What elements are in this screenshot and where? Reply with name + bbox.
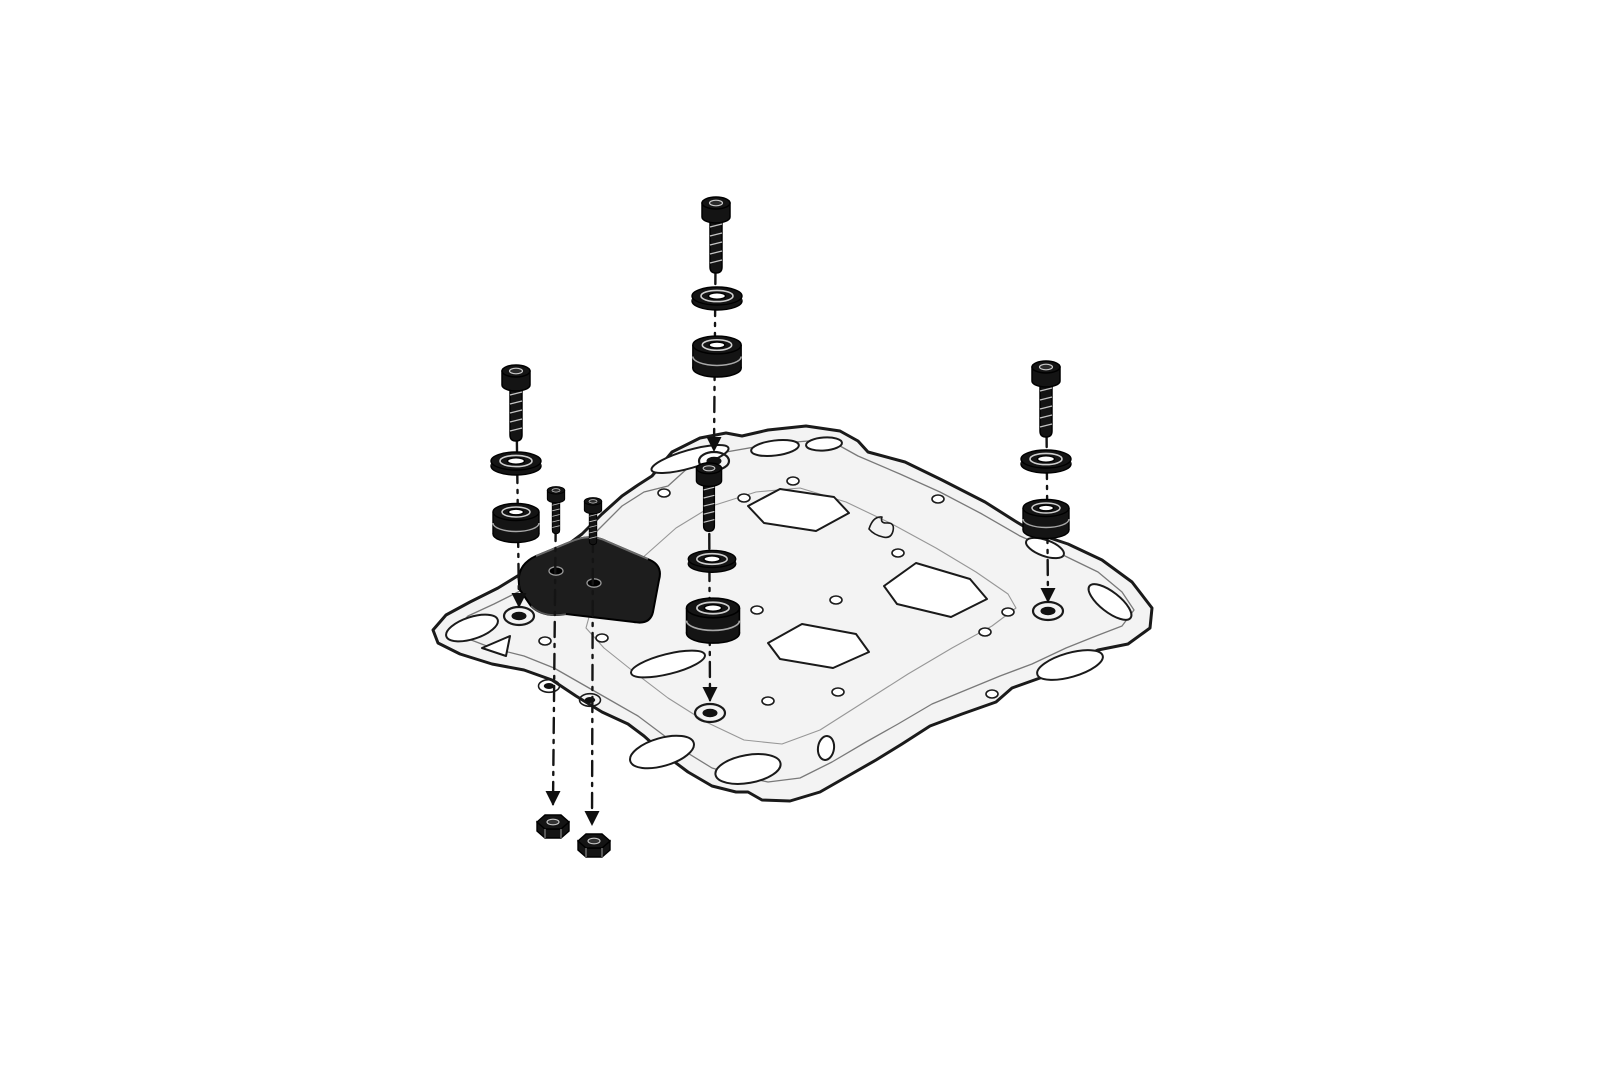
plate-small-hole: [538, 636, 552, 646]
plate-small-hole: [978, 627, 992, 637]
plate-small-hole: [985, 689, 999, 699]
plate-cutout: [714, 753, 782, 785]
plate-small-hole: [657, 488, 671, 498]
nut-icon: [536, 814, 570, 839]
plate-small-hole: [1001, 607, 1015, 617]
plate-cutout: [816, 735, 836, 761]
plate-small-hole: [829, 595, 843, 605]
brand-mark: [868, 516, 895, 539]
washer-icon: [1020, 449, 1072, 474]
plate-small-hole: [931, 494, 945, 504]
insert-arrow-icon: [584, 811, 600, 826]
washer-icon: [490, 451, 542, 476]
assembly-centerline: [590, 503, 595, 826]
insert-arrow-icon: [545, 791, 561, 806]
plate-cutout: [747, 488, 850, 532]
plate-small-hole: [831, 687, 845, 697]
plate-small-hole: [595, 633, 609, 643]
plate-holes: [502, 450, 1065, 724]
screw-icon: [501, 364, 531, 442]
plate-outline: [431, 424, 1154, 803]
plate-small-hole: [761, 696, 775, 706]
screw-icon: [701, 196, 731, 274]
assembly-centerline: [551, 492, 558, 806]
mount-hole: [537, 678, 561, 694]
bracket-hole: [586, 578, 602, 588]
plate-small-hole: [750, 605, 764, 615]
plate-cutout: [750, 439, 800, 457]
plate-inner-contour: [455, 440, 1135, 783]
washer-icon: [691, 286, 743, 311]
rubber-grommet-icon: [1022, 498, 1070, 540]
nut-icon: [577, 833, 611, 858]
screw-icon: [546, 486, 566, 535]
plate-platform-contour: [585, 487, 1017, 745]
plate-cutout: [805, 436, 843, 452]
plate-cutout: [629, 734, 695, 770]
plate-cutout: [445, 613, 499, 643]
rubber-grommet-icon: [692, 335, 742, 378]
rubber-grommet-icon: [492, 502, 540, 544]
rubber-grommet-icon: [685, 597, 741, 644]
plate-cutout: [630, 649, 706, 679]
plate-cutout: [1036, 649, 1104, 681]
plate-small-hole: [737, 493, 751, 503]
plate-cutout: [767, 623, 870, 669]
plate-cutout: [883, 562, 988, 618]
plate-small-hole: [891, 548, 905, 558]
bracket-holes: [548, 566, 602, 588]
screw-icon: [1031, 360, 1061, 438]
plate-small-hole: [786, 476, 800, 486]
washer-icon: [687, 549, 737, 574]
plate-cutout: [481, 635, 511, 657]
plate-cutout: [1087, 583, 1133, 621]
